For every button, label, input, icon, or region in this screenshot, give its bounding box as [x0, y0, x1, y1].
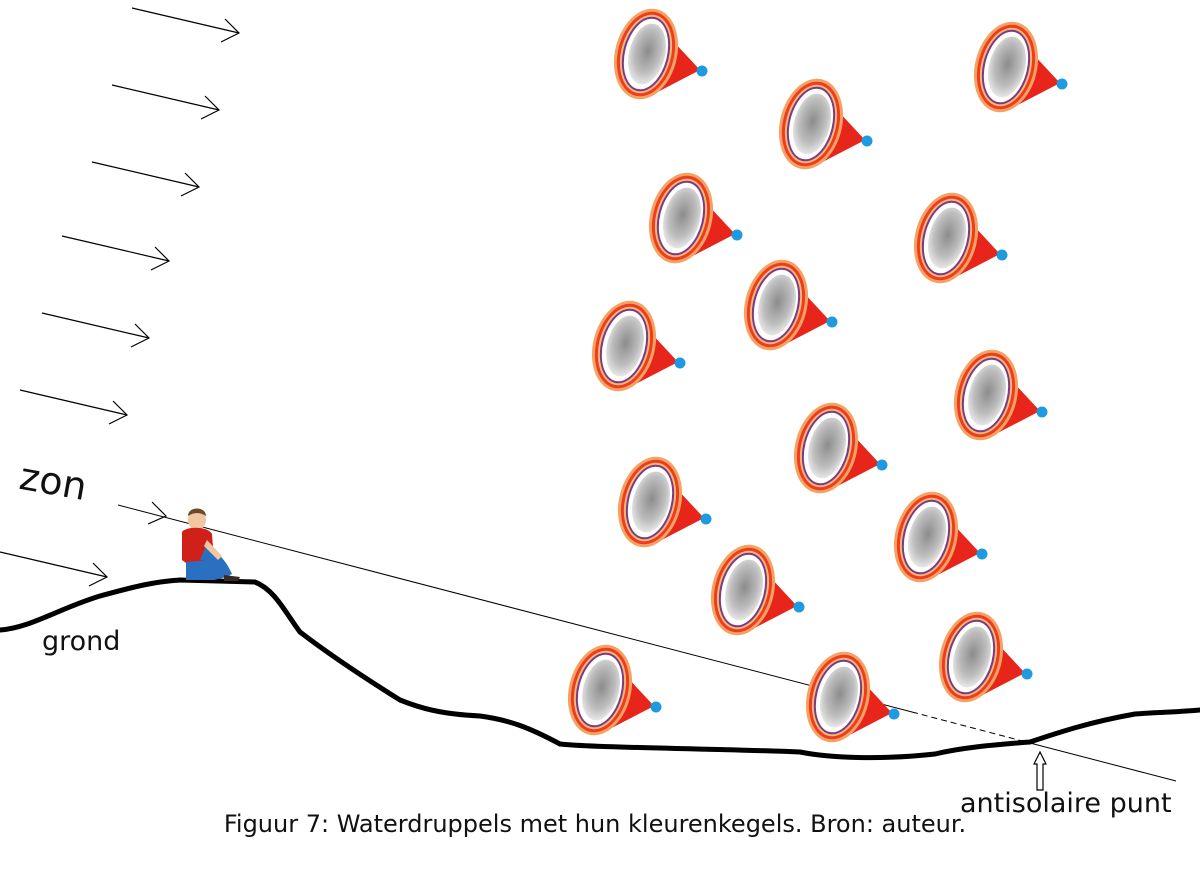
color-cone-icon	[945, 343, 1048, 447]
sitting-person-icon	[182, 509, 240, 582]
antisolar-arrow-icon	[1034, 752, 1046, 790]
figure-caption: Figuur 7: Waterdruppels met hun kleurenk…	[0, 810, 1190, 838]
color-cone-icon	[797, 645, 900, 749]
droplets	[559, 2, 1068, 749]
ground-label: grond	[42, 626, 120, 657]
color-cone-icon	[702, 538, 805, 642]
arrow-right-icon	[20, 390, 127, 424]
color-cone-icon	[640, 166, 743, 270]
color-cone-icon	[605, 2, 708, 106]
color-cone-icon	[905, 186, 1008, 290]
arrow-right-icon	[92, 162, 199, 196]
arrow-right-icon	[132, 8, 239, 42]
arrow-right-icon	[0, 552, 107, 586]
color-cone-icon	[930, 605, 1033, 709]
color-cone-icon	[559, 638, 662, 742]
arrow-right-icon	[42, 313, 149, 347]
color-cone-icon	[965, 15, 1068, 119]
color-cone-icon	[785, 396, 888, 500]
color-cone-icon	[770, 72, 873, 176]
color-cone-icon	[583, 294, 686, 398]
color-cone-icon	[609, 450, 712, 554]
color-cone-icon	[735, 253, 838, 357]
arrow-right-icon	[112, 85, 219, 119]
arrow-right-icon	[62, 236, 169, 270]
color-cone-icon	[885, 485, 988, 589]
arrow-right-icon	[148, 502, 166, 524]
